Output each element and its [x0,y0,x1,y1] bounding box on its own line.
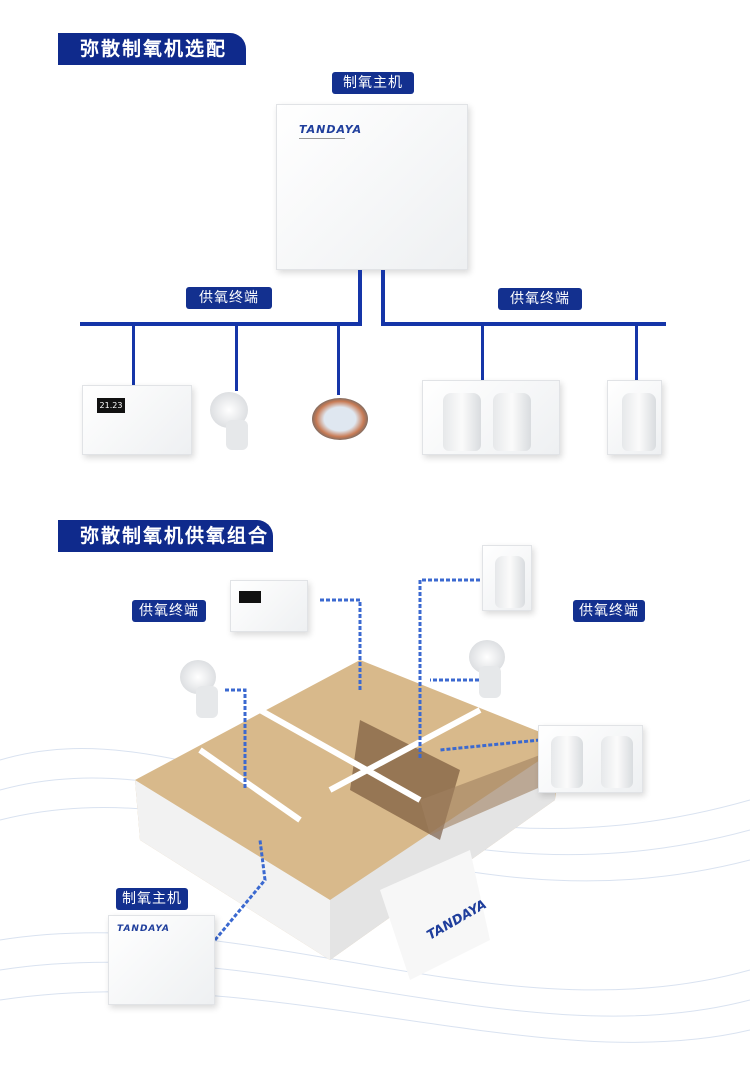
terminal-label: 供氧终端 [573,600,645,622]
pipe [381,270,385,322]
humidifier-single-device [607,380,662,455]
terminal-label: 供氧终端 [186,287,272,309]
control-panel-device [230,580,308,632]
oxygen-host-unit: TANDAYA [108,915,215,1005]
host-label: 制氧主机 [332,72,414,94]
speaker-diffuser-device [210,392,255,454]
section-title-combination: 弥散制氧机供氧组合 [58,520,273,552]
panel-display: 21.23 [97,398,125,413]
brand-logo: TANDAYA [299,123,363,136]
humidifier-double-device [538,725,643,793]
ceiling-diffuser-device [312,398,368,440]
oxygen-host-unit: TANDAYA [276,104,468,270]
pipe [358,270,362,322]
section-title-options: 弥散制氧机选配 [58,33,246,65]
host-label: 制氧主机 [116,888,188,910]
speaker-diffuser-device [180,660,225,722]
pipe [381,322,666,326]
pipe [80,322,362,326]
control-panel-device: 21.23 [82,385,192,455]
terminal-label: 供氧终端 [498,288,582,310]
terminal-label: 供氧终端 [132,600,206,622]
humidifier-single-device [482,545,532,611]
speaker-diffuser-device [465,640,510,702]
brand-logo: TANDAYA [117,924,170,934]
humidifier-double-device [422,380,560,455]
house-illustration: TANDAYA [135,578,560,980]
